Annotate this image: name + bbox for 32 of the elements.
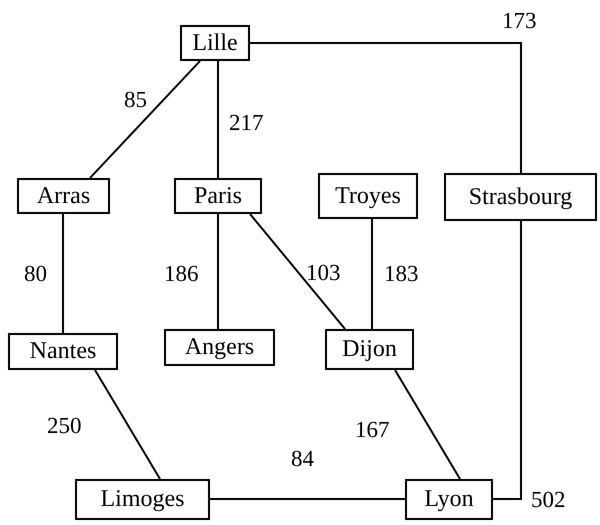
edge-label: 250 (47, 414, 82, 437)
city-box: Lille (180, 25, 250, 61)
connector-line (493, 221, 522, 500)
city-box: Dijon (325, 329, 414, 370)
city-box: Limoges (75, 479, 210, 520)
connector-line (371, 219, 373, 329)
connector-line (210, 498, 405, 500)
edge-label: 183 (384, 262, 418, 285)
connector-line (217, 214, 219, 329)
edge-label: 167 (355, 418, 390, 441)
city-box: Lyon (405, 479, 493, 520)
edge-label: 217 (229, 111, 264, 134)
edge-label: 85 (124, 88, 147, 111)
city-box: Nantes (8, 333, 118, 370)
connector-line (217, 61, 219, 178)
city-box: Arras (17, 178, 110, 214)
connector-line (394, 369, 461, 480)
edge-label: 502 (531, 488, 566, 511)
connector-line (250, 42, 522, 173)
edge-label: 103 (306, 261, 340, 284)
connector-line (94, 369, 161, 480)
city-box: Angers (164, 329, 275, 366)
city-box: Strasbourg (444, 173, 597, 221)
edge-label: 173 (502, 9, 536, 32)
edge-label: 186 (164, 262, 198, 285)
city-box: Paris (174, 178, 262, 214)
connector-line (62, 214, 64, 333)
connector-line (89, 60, 201, 179)
city-box: Troyes (318, 173, 418, 219)
edge-label: 80 (24, 262, 47, 285)
edge-label: 84 (291, 447, 314, 470)
connector-line (249, 213, 346, 330)
